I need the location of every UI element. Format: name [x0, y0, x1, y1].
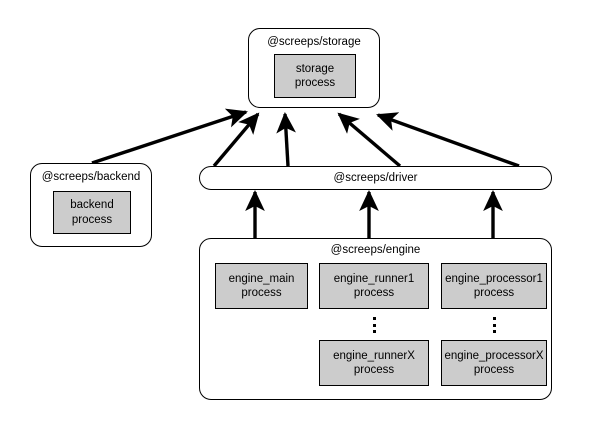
process-engine-runner1-line1: engine_runner1: [333, 272, 415, 285]
edge-driver-to-storage-4: [376, 112, 520, 168]
process-engine-runnerx-line1: engine_runnerX: [333, 349, 415, 362]
package-backend[interactable]: @screeps/backend backend process: [30, 163, 152, 247]
process-engine-runner1-line2: process: [353, 287, 395, 299]
ellipsis-dot: [492, 317, 496, 320]
process-engine-main-line2: process: [241, 287, 282, 299]
process-engine-runner1[interactable]: engine_runner1 process: [319, 263, 429, 309]
package-engine[interactable]: @screeps/engine engine_main process engi…: [199, 238, 552, 400]
process-engine-runnerx[interactable]: engine_runnerX process: [319, 340, 429, 386]
process-storage[interactable]: storage process: [274, 54, 356, 98]
process-storage-line2: process: [294, 77, 336, 89]
process-backend-line2: process: [71, 213, 113, 226]
process-engine-processor1[interactable]: engine_processor1 process: [441, 263, 547, 309]
ellipsis-dot: [492, 323, 496, 327]
package-engine-label: @screeps/engine: [330, 244, 421, 256]
ellipsis-dot: [372, 317, 376, 320]
ellipsis-dot: [372, 330, 376, 333]
process-engine-processorx-line1: engine_processorX: [444, 349, 544, 362]
ellipsis-dot: [372, 323, 376, 327]
process-engine-processorx[interactable]: engine_processorX process: [441, 340, 547, 386]
process-storage-line1: storage: [295, 62, 335, 75]
package-backend-label: @screeps/backend: [41, 171, 141, 183]
package-storage-label: @screeps/storage: [267, 36, 361, 48]
ellipsis-dot: [492, 330, 496, 333]
package-storage[interactable]: @screeps/storage storage process: [248, 28, 380, 108]
process-engine-main[interactable]: engine_main process: [215, 263, 308, 309]
process-engine-processor1-line1: engine_processor1: [445, 272, 543, 285]
process-backend-line1: backend: [70, 199, 114, 211]
vertical-ellipsis-processor-icon: [489, 317, 499, 333]
edge-driver-to-storage-2: [276, 111, 296, 167]
vertical-ellipsis-runner-icon: [369, 317, 379, 333]
edge-driver-to-storage-1: [212, 112, 260, 168]
package-driver[interactable]: @screeps/driver: [199, 166, 552, 190]
edge-backend-to-storage: [91, 108, 248, 165]
process-engine-processor1-line2: process: [473, 287, 515, 299]
process-engine-runnerx-line2: process: [353, 364, 395, 376]
edge-driver-to-storage-3: [337, 112, 402, 168]
process-engine-processorx-line2: process: [473, 364, 515, 376]
package-driver-label: @screeps/driver: [333, 172, 418, 184]
process-engine-main-line1: engine_main: [228, 272, 295, 285]
process-backend[interactable]: backend process: [53, 191, 131, 234]
